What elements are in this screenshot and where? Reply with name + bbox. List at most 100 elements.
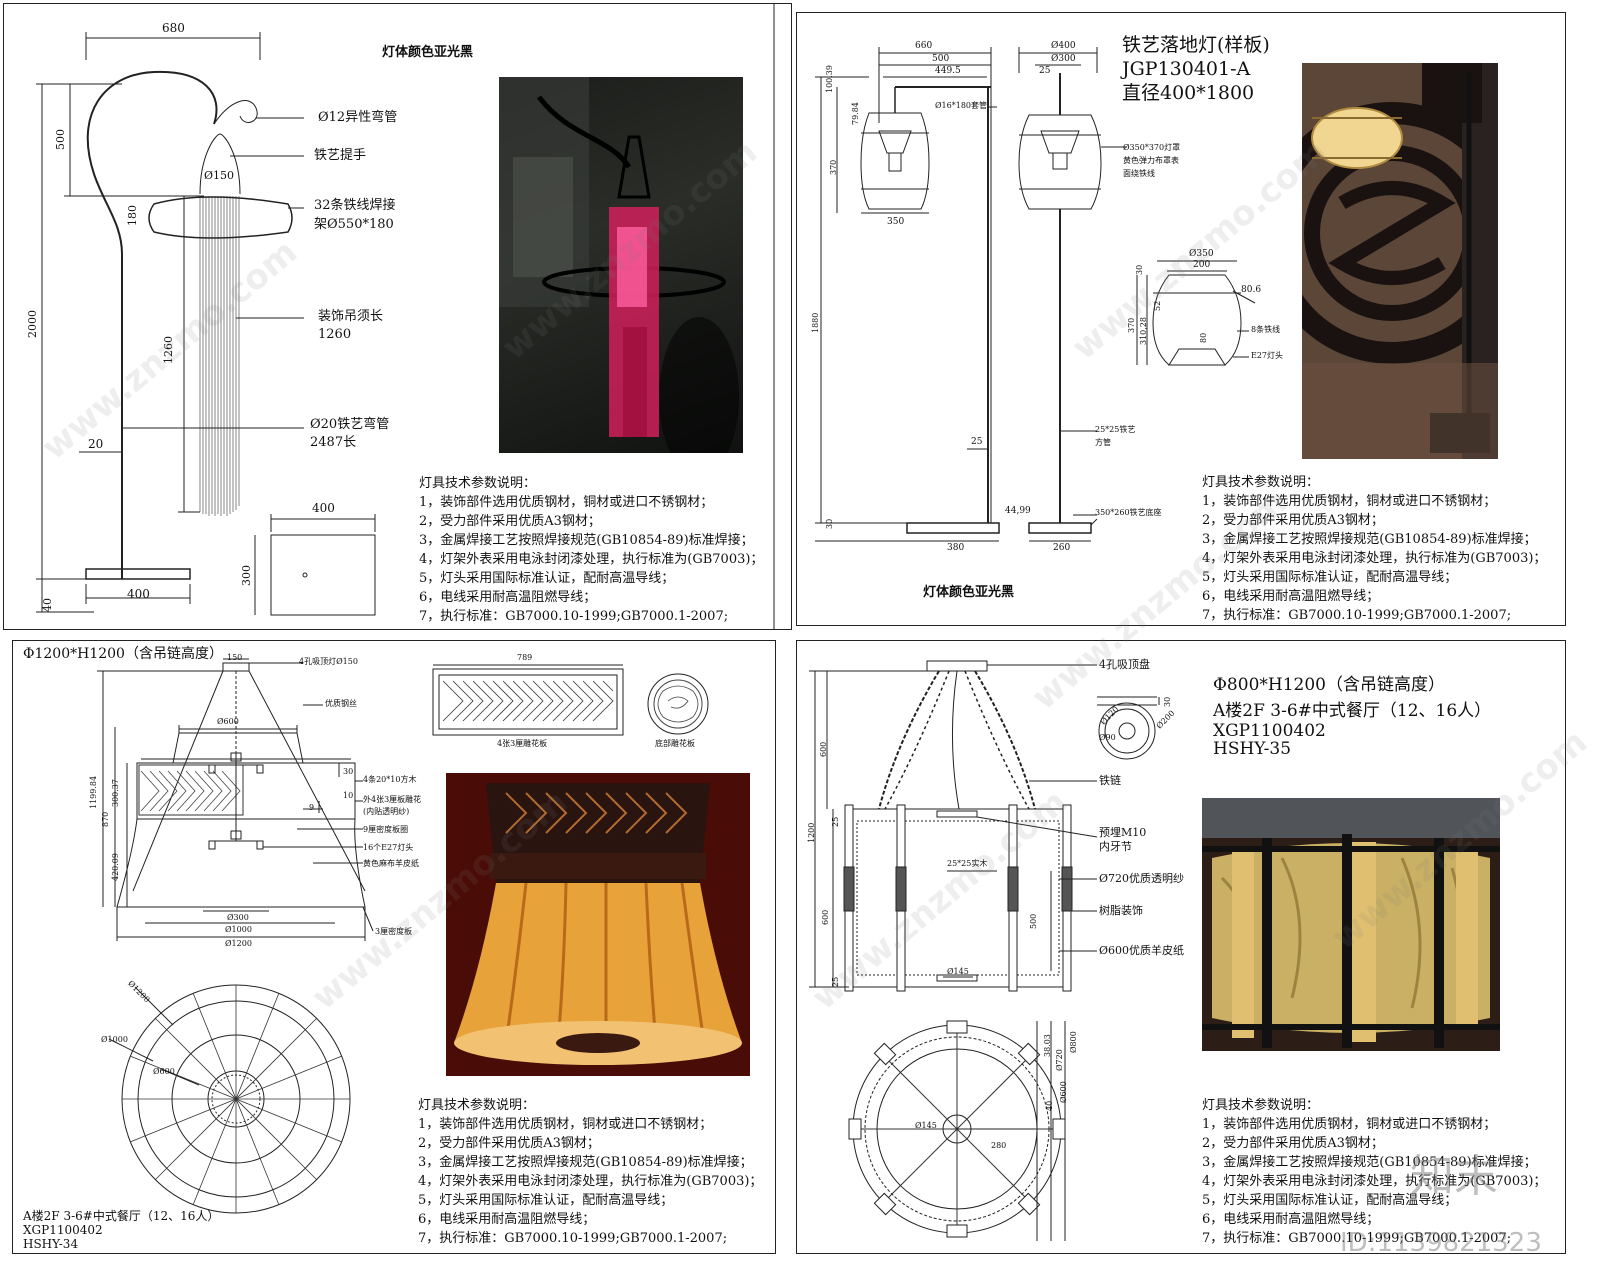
note-item: 6，电线采用耐高温阻燃导线； <box>1202 1212 1380 1227</box>
tassel-lamp-drawing <box>36 4 775 629</box>
plan-d1000: Ø1000 <box>101 1035 128 1044</box>
note-item: 4，灯架外表采用电泳封闭漆处理，执行标准为(GB7003)； <box>1202 551 1547 566</box>
dim-870: 870 <box>101 811 110 827</box>
callout-e27: E27灯头 <box>1251 351 1284 360</box>
panel4-tech-notes: 灯具技术参数说明： 1，装饰部件选用优质钢材，铜材或进口不锈钢材； 2，受力部件… <box>1202 1096 1546 1248</box>
dim-d1200: Ø1200 <box>225 939 252 948</box>
panel1-color-note: 灯体颜色亚光黑 <box>382 45 474 60</box>
dim-25b: 25 <box>831 976 840 987</box>
callout-ceiling-plate: 4孔吸顶盘 <box>1099 658 1150 671</box>
note-item: 1，装饰部件选用优质钢材，铜材或进口不锈钢材； <box>1202 1117 1497 1132</box>
panel4-project: A楼2F 3-6#中式餐厅（12、16人） <box>1213 701 1492 721</box>
dim-30: 30 <box>1163 696 1172 707</box>
note-item: 6，电线采用耐高温阻燃导线； <box>418 1212 596 1227</box>
dim-600: 600 <box>819 741 828 757</box>
note-item: 6，电线采用耐高温阻燃导线； <box>1202 589 1380 604</box>
note-item: 4，灯架外表采用电泳封闭漆处理，执行标准为(GB7003)； <box>419 552 764 567</box>
callout-tassel-len: 1260 <box>318 327 352 342</box>
tassel-lamp-photo <box>499 77 743 453</box>
dim-wood: 25*25实木 <box>947 859 988 868</box>
callout-sockets: 16个E27灯头 <box>363 843 414 852</box>
note-item: 2，受力部件采用优质A3钢材； <box>418 1136 600 1151</box>
dim-d400: Ø400 <box>1051 41 1076 51</box>
dim-300: 300.37 <box>111 779 120 807</box>
note-item: 7，执行标准：GB7000.10-1999;GB7000.1-2007; <box>419 609 729 624</box>
callout-board: 3厘密度板 <box>375 927 413 936</box>
dim-d145: Ø145 <box>947 967 969 976</box>
callout-sleeve: Ø16*180套管 <box>935 101 988 110</box>
callout-base: 350*260铁艺底座 <box>1095 508 1162 517</box>
iron-lamp-photo <box>1302 63 1498 459</box>
callout-shade-wire: 面绕铁线 <box>1123 169 1155 178</box>
note-item: 1，装饰部件选用优质钢材，铜材或进口不锈钢材； <box>1202 494 1497 509</box>
bell-pendant-drawing <box>97 658 709 1214</box>
dim-100: 100.39 <box>825 65 834 93</box>
callout-fabric: 黄色麻布羊皮纸 <box>363 859 419 868</box>
panel-drum-pendant: Φ800*H1200（含吊链高度） A楼2F 3-6#中式餐厅（12、16人） … <box>796 640 1566 1254</box>
dim-1199: 1199.84 <box>89 775 98 809</box>
brand-logo: 知末 <box>1410 1151 1498 1202</box>
dim-20: 20 <box>88 437 104 451</box>
note-item: 2，受力部件采用优质A3钢材； <box>1202 1136 1384 1151</box>
panel2-size: 直径400*1800 <box>1122 82 1255 104</box>
notes-title: 灯具技术参数说明： <box>1202 1098 1320 1113</box>
note-item: 5，灯头采用国际标准认证，配耐高温导线； <box>418 1193 674 1208</box>
callout-frame: 架Ø550*180 <box>314 217 394 232</box>
note-item: 3，金属焊接工艺按照焊接规范(GB10854-89)标准焊接； <box>1202 1155 1537 1170</box>
note-item: 1，装饰部件选用优质钢材，铜材或进口不锈钢材； <box>419 495 714 510</box>
dim-370b: 370 <box>1127 317 1136 333</box>
callout-handle: 铁艺提手 <box>314 148 367 163</box>
dim-200: 200 <box>1193 260 1211 270</box>
note-item: 5，灯头采用国际标准认证，配耐高温导线； <box>419 571 675 586</box>
callout-steel-wire: 优质钢丝 <box>325 699 357 708</box>
dim-449: 449.5 <box>935 66 961 76</box>
plan-38: 38.03 <box>1043 1034 1052 1057</box>
note-item: 2，受力部件采用优质A3钢材； <box>419 514 601 529</box>
callout-m10: 预埋M10 <box>1099 826 1147 839</box>
dim-370: 370 <box>829 159 838 175</box>
plan-280: 280 <box>991 1141 1007 1150</box>
callout-ceiling: 4孔吸顶灯Ø150 <box>299 657 358 666</box>
dim-80: 80 <box>1199 332 1208 343</box>
plan-d600: Ø600 <box>153 1067 175 1076</box>
callout-shade: Ø350*370灯罩 <box>1123 143 1181 152</box>
panel2-title: 铁艺落地灯(样板) <box>1122 34 1270 56</box>
dim-30: 30 <box>825 518 834 529</box>
dim-d1000: Ø1000 <box>225 925 252 934</box>
dim-40: 40 <box>41 598 54 612</box>
panel2-tech-notes: 灯具技术参数说明： 1，装饰部件选用优质钢材，铜材或进口不锈钢材； 2，受力部件… <box>1202 473 1546 625</box>
note-item: 4，灯架外表采用电泳封闭漆处理，执行标准为(GB7003)； <box>418 1174 763 1189</box>
dim-25: 25 <box>1039 66 1051 76</box>
plan-d720: Ø720 <box>1055 1049 1064 1071</box>
callout-pole-len: 2487长 <box>310 435 357 450</box>
dim-1260: 1260 <box>162 336 175 364</box>
panel3-model: HSHY-34 <box>23 1237 79 1251</box>
callout-square-tube-2: 方管 <box>1095 438 1111 447</box>
note-item: 7，执行标准：GB7000.10-1999;GB7000.1-2007; <box>1202 608 1512 623</box>
dim-80-6: 80.6 <box>1241 285 1262 295</box>
dim-52: 52 <box>1153 300 1162 311</box>
panel1-tech-notes: 灯具技术参数说明： 1，装饰部件选用优质钢材，铜材或进口不锈钢材； 2，受力部件… <box>419 474 763 626</box>
panel2-code: JGP130401-A <box>1122 58 1251 80</box>
callout-parchment: Ø600优质羊皮纸 <box>1099 944 1185 957</box>
note-item: 3，金属焊接工艺按照焊接规范(GB10854-89)标准焊接； <box>1202 532 1537 547</box>
panel4-spec: Φ800*H1200（含吊链高度） <box>1213 675 1445 695</box>
note-item: 2，受力部件采用优质A3钢材； <box>1202 513 1384 528</box>
dim-680: 680 <box>162 21 185 35</box>
drum-pendant-photo <box>1202 798 1500 1051</box>
plan-d145: Ø145 <box>915 1121 937 1130</box>
panel2-color-note: 灯体颜色亚光黑 <box>923 585 1015 600</box>
note-item: 1，装饰部件选用优质钢材，铜材或进口不锈钢材； <box>418 1117 713 1132</box>
bell-pendant-photo <box>446 773 750 1076</box>
dim-d90: Ø90 <box>1099 733 1116 742</box>
callout-carve-board: 4张3厘雕花板 <box>497 739 548 748</box>
plan-40: 40 <box>1045 1100 1054 1111</box>
dim-30b: 30 <box>1135 264 1144 275</box>
callout-carving: 外4张3厘板雕花 <box>363 795 422 804</box>
dim-500: 500 <box>54 129 67 150</box>
dim-d300: Ø300 <box>227 913 249 922</box>
note-item: 7，执行标准：GB7000.10-1999;GB7000.1-2007; <box>418 1231 728 1246</box>
dim-9: 9 <box>309 803 315 812</box>
callout-shade-cloth: 黄色弹力布罩表 <box>1123 156 1179 165</box>
dim-150: 150 <box>227 653 243 662</box>
